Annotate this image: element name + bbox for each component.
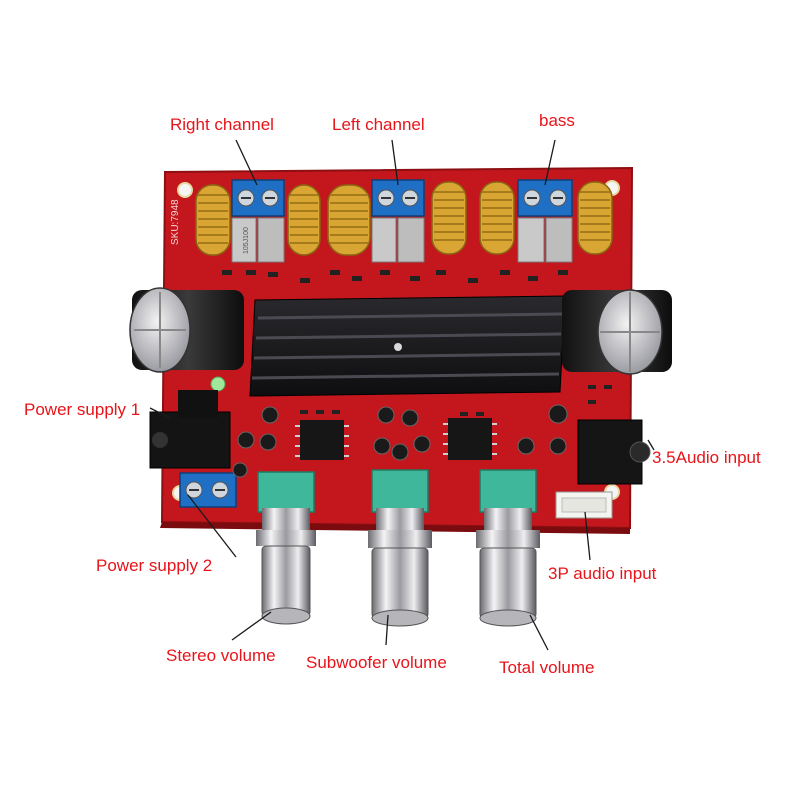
- coil: [479, 181, 515, 255]
- left-channel-terminal: [371, 179, 425, 217]
- label-3-5-audio-input: 3.5Audio input: [652, 448, 761, 467]
- leader-total-volume: [529, 614, 549, 651]
- subwoofer-volume-knob[interactable]: [368, 469, 432, 627]
- op-amp-chip-left: [295, 420, 349, 460]
- leader-bass: [544, 139, 556, 186]
- right-channel-terminal: [231, 179, 285, 217]
- film-capacitors: 105J100: [231, 217, 573, 263]
- leader-right-channel: [235, 139, 258, 186]
- label-3p-audio-input: 3P audio input: [548, 564, 657, 583]
- mounting-hole: [177, 182, 193, 198]
- smd-components: [222, 270, 612, 416]
- small-capacitors: [232, 404, 568, 478]
- label-left-channel: Left channel: [332, 115, 425, 134]
- coil: [577, 181, 613, 255]
- leader-stereo-volume: [231, 611, 272, 641]
- leader-3p-audio-input: [584, 511, 591, 561]
- total-volume-knob[interactable]: [476, 469, 540, 627]
- coil: [327, 184, 371, 256]
- coil: [195, 184, 231, 256]
- dc-power-jack: [149, 390, 231, 469]
- label-power-supply-2: Power supply 2: [96, 556, 213, 575]
- callout-lines: [149, 139, 655, 651]
- coil: [431, 181, 467, 255]
- op-amp-chip-right: [443, 418, 497, 460]
- label-bass: bass: [539, 111, 575, 130]
- leader-3-5-audio-input: [647, 439, 655, 451]
- label-right-channel: Right channel: [170, 115, 274, 134]
- leader-left-channel: [391, 139, 399, 186]
- label-total-volume: Total volume: [499, 658, 595, 677]
- electrolytic-capacitor-right: [562, 289, 672, 375]
- sku-marking: SKU:7948: [170, 199, 181, 245]
- label-subwoofer-volume: Subwoofer volume: [306, 653, 447, 672]
- label-stereo-volume: Stereo volume: [166, 646, 276, 665]
- power-supply-2-terminal: [179, 472, 237, 508]
- leader-power-supply-2: [187, 494, 237, 558]
- leader-subwoofer-volume: [385, 614, 389, 646]
- power-led: [210, 376, 226, 392]
- audio-jack-3-5mm: [577, 419, 651, 485]
- electrolytic-capacitor-left: [129, 287, 244, 373]
- bass-terminal: [517, 179, 573, 217]
- audio-connector-3p: [555, 491, 613, 519]
- label-power-supply-1: Power supply 1: [24, 400, 141, 419]
- capacitor-marking: 105J100: [243, 227, 250, 254]
- heatsink: [249, 295, 566, 397]
- inductor-coils: [195, 181, 613, 256]
- stereo-volume-knob[interactable]: [256, 471, 316, 625]
- coil: [287, 184, 321, 256]
- leader-power-supply-1: [149, 407, 171, 419]
